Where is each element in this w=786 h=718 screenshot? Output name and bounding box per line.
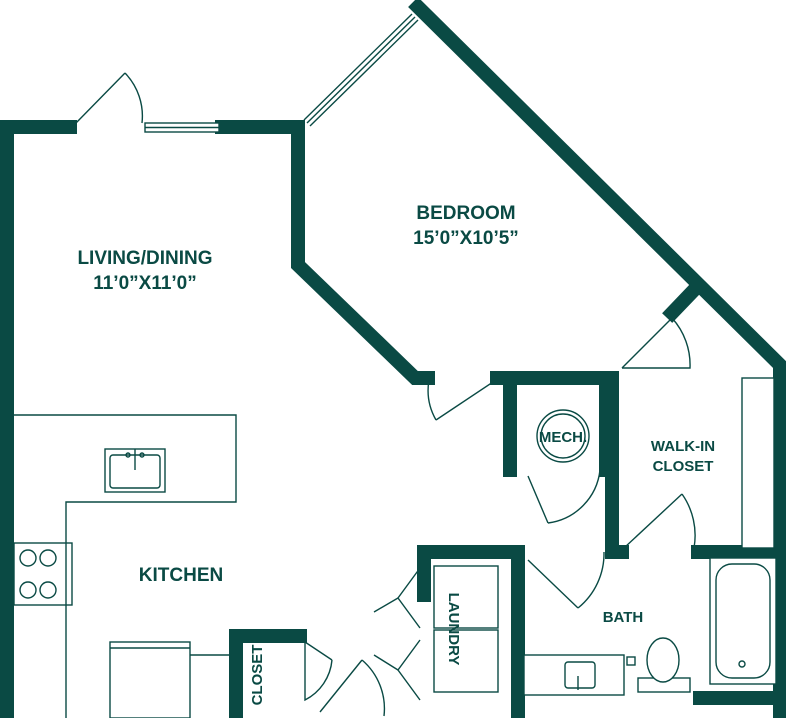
wall-closet-stub (662, 280, 704, 323)
kitchen-fixtures (13, 414, 237, 718)
bathtub (709, 557, 777, 685)
wall-laundry (417, 545, 525, 718)
laundry-name: LAUNDRY (445, 593, 462, 666)
closet-name: CLOSET (249, 645, 266, 706)
entry-door-leaf (75, 72, 126, 124)
washer (433, 629, 499, 693)
room-labels: LIVING/DINING 11’0”X11’0” BEDROOM 15’0”X… (77, 203, 715, 705)
living-name: LIVING/DINING (77, 248, 212, 269)
vanity (523, 654, 625, 696)
closet-shelf (741, 377, 775, 549)
walkin-line2: CLOSET (653, 458, 714, 475)
wall-bedroom-right-diagonal (408, 0, 786, 718)
bedroom-dims: 15’0”X10’5” (413, 228, 519, 249)
wall-closet (229, 629, 307, 718)
wall-bedroom-left (291, 120, 435, 385)
windows (144, 13, 419, 133)
refrigerator (109, 641, 191, 718)
laundry-machines (433, 565, 499, 693)
burner-icon (19, 549, 37, 567)
bedroom-name: BEDROOM (416, 203, 515, 224)
kitchen-name: KITCHEN (139, 565, 223, 586)
wall-left-exterior (0, 120, 77, 718)
living-dims: 11’0”X11’0” (93, 273, 197, 294)
water-heater (536, 409, 590, 463)
bath-fixtures (523, 557, 777, 696)
dryer (433, 565, 499, 629)
wall-walkin-left (605, 371, 629, 559)
toilet-bowl (646, 637, 680, 683)
doors (75, 72, 696, 717)
bath-name: BATH (603, 609, 644, 626)
stove (13, 542, 73, 606)
walkin-line1: WALK-IN (651, 438, 715, 455)
mech-name: MECH. (539, 429, 587, 446)
bedroom-window (303, 13, 419, 127)
